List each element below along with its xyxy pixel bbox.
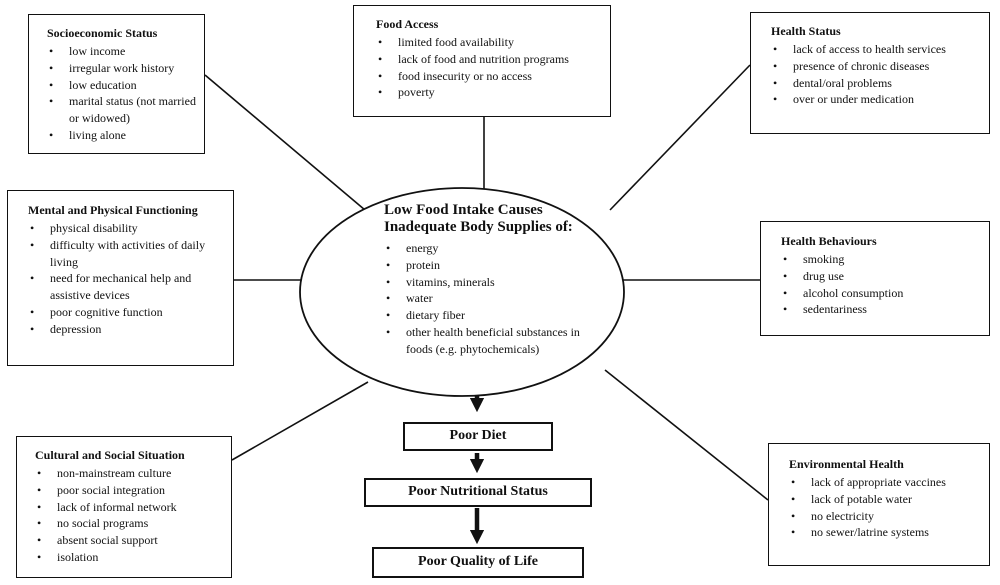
connector-health-status [609,64,751,211]
center-item: energy [384,240,614,257]
environmental-health-item: lack of potable water [789,491,983,508]
cultural-social-item: no social programs [35,515,225,532]
connector-socioeconomic [204,74,366,211]
environmental-health-item: no electricity [789,508,983,525]
environmental-health-item: no sewer/latrine systems [789,524,983,541]
mental-physical-functioning-box: Mental and Physical Functioning physical… [7,190,234,366]
cultural-social-item: absent social support [35,532,225,549]
food-access-box: Food Access limited food availability la… [353,5,611,117]
health-status-title: Health Status [771,24,841,38]
mental-physical-item: need for mechanical help and assistive d… [28,270,227,304]
socioeconomic-status-title: Socioeconomic Status [47,26,158,40]
center-item: vitamins, minerals [384,274,614,291]
center-title-line2: Inadequate Body Supplies of: [384,219,573,235]
socioeconomic-status-box: Socioeconomic Status low income irregula… [28,14,205,154]
center-item: protein [384,257,614,274]
poor-quality-of-life-box: Poor Quality of Life [372,547,584,578]
poor-diet-box: Poor Diet [403,422,553,451]
cultural-social-item: poor social integration [35,482,225,499]
food-access-title: Food Access [376,17,439,31]
health-status-item: presence of chronic diseases [771,58,983,75]
poor-quality-of-life-label: Poor Quality of Life [418,554,538,569]
environmental-health-title: Environmental Health [789,457,904,471]
center-content: Low Food Intake Causes Inadequate Body S… [302,188,622,400]
poor-nutritional-status-label: Poor Nutritional Status [408,484,548,499]
cultural-social-item: lack of informal network [35,499,225,516]
connector-cultural-social [231,381,369,461]
center-item: dietary fiber [384,307,614,324]
environmental-health-box: Environmental Health lack of appropriate… [768,443,990,566]
socioeconomic-item: irregular work history [47,60,198,77]
food-access-item: limited food availability [376,34,604,51]
mental-physical-item: difficulty with activities of daily livi… [28,237,227,271]
health-status-item: dental/oral problems [771,75,983,92]
mental-physical-title: Mental and Physical Functioning [28,203,198,217]
poor-diet-label: Poor Diet [449,428,507,443]
cultural-social-item: isolation [35,549,225,566]
connector-environmental [604,369,769,501]
health-status-item: lack of access to health services [771,41,983,58]
socioeconomic-item: marital status (not married or widowed) [47,93,198,127]
socioeconomic-item: living alone [47,127,198,144]
health-behaviours-title: Health Behaviours [781,234,877,248]
food-access-item: poverty [376,84,604,101]
health-behaviours-box: Health Behaviours smoking drug use alcoh… [760,221,990,336]
food-access-item: lack of food and nutrition programs [376,51,604,68]
health-behaviours-item: smoking [781,251,983,268]
environmental-health-item: lack of appropriate vaccines [789,474,983,491]
mental-physical-item: depression [28,321,227,338]
health-behaviours-item: drug use [781,268,983,285]
center-title-line1: Low Food Intake Causes [384,202,543,218]
cultural-social-situation-box: Cultural and Social Situation non-mainst… [16,436,232,578]
cultural-social-item: non-mainstream culture [35,465,225,482]
health-status-box: Health Status lack of access to health s… [750,12,990,134]
mental-physical-item: poor cognitive function [28,304,227,321]
socioeconomic-item: low income [47,43,198,60]
cultural-social-title: Cultural and Social Situation [35,448,185,462]
center-item: other health beneficial substances in fo… [384,324,594,358]
food-access-item: food insecurity or no access [376,68,604,85]
health-behaviours-item: alcohol consumption [781,285,983,302]
socioeconomic-item: low education [47,77,198,94]
health-behaviours-item: sedentariness [781,301,983,318]
poor-nutritional-status-box: Poor Nutritional Status [364,478,592,507]
health-status-item: over or under medication [771,91,983,108]
mental-physical-item: physical disability [28,220,227,237]
center-item: water [384,290,614,307]
